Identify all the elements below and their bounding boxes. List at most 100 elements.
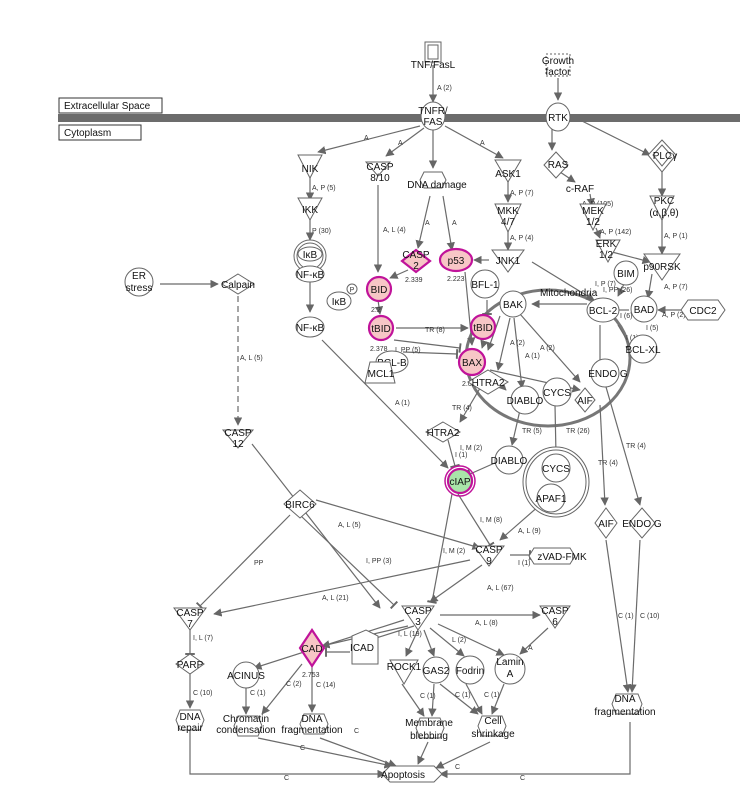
edge-shrink-apoptosis — [435, 741, 491, 769]
edge-htra2-ciap — [447, 439, 460, 469]
svg-text:CASP: CASP — [402, 250, 430, 261]
node-rtk[interactable]: RTK — [545, 102, 571, 132]
edge-ciap-casp3 — [427, 493, 453, 604]
node-ras[interactable]: RAS — [543, 151, 569, 179]
node-calpain[interactable]: Calpain — [221, 273, 255, 295]
node-htra2-cytosol[interactable]: HTRA2 — [425, 421, 461, 443]
node-dna-fragmentation[interactable]: DNA fragmentation — [281, 713, 343, 736]
node-er-stress[interactable]: ER stress — [124, 267, 154, 297]
node-endo-g[interactable]: ENDO G — [588, 358, 628, 388]
node-cell-shrinkage[interactable]: Cell shrinkage — [471, 715, 515, 740]
node-dna-fragmentation-2[interactable]: DNA fragmentation — [594, 693, 656, 718]
node-tnfr-fas[interactable]: TNFR/ FAS — [418, 101, 448, 131]
node-apoptosis[interactable]: Apoptosis — [381, 765, 443, 783]
node-p90rsk[interactable]: p90RSK — [643, 253, 681, 281]
node-mkk4-7[interactable]: MKK 4/7 — [494, 203, 522, 234]
svg-text:2.223: 2.223 — [447, 276, 465, 283]
node-nik[interactable]: NIK — [297, 154, 323, 180]
cytoplasm-label: Cytoplasm — [64, 128, 111, 139]
node-bim[interactable]: BIM — [613, 260, 639, 286]
node-bcl-xl[interactable]: BCL-XL — [625, 334, 661, 364]
node-casp12[interactable]: CASP 12 — [221, 428, 255, 450]
svg-text:CASP: CASP — [176, 608, 204, 619]
node-fodrin[interactable]: Fodrin — [455, 655, 485, 685]
node-nf-kb[interactable]: NF-κB — [295, 316, 325, 338]
node-cad[interactable]: CAD 2.753 — [298, 628, 326, 679]
edge-bclb-bax — [402, 349, 459, 359]
svg-text:BCL-2: BCL-2 — [589, 306, 618, 317]
node-rock1[interactable]: ROCK1 — [387, 659, 422, 685]
node-ikk[interactable]: IKK — [297, 197, 323, 222]
node-gas2[interactable]: GAS2 — [422, 656, 450, 684]
node-membrane-blebbing[interactable]: Membrane blebbing — [405, 717, 453, 742]
node-bax[interactable]: BAX 2.017 — [457, 347, 487, 388]
edge-label: A, P (5) — [312, 185, 336, 192]
node-parp[interactable]: PARP — [175, 653, 205, 675]
node-tbid[interactable]: tBID 2.378 — [367, 314, 395, 353]
svg-text:NF-κB: NF-κB — [296, 323, 325, 334]
node-aif-cytosol[interactable]: AIF — [594, 507, 618, 539]
node-jnk1[interactable]: JNK1 — [491, 249, 525, 273]
edge-label: A — [528, 645, 533, 652]
node-casp7[interactable]: CASP 7 — [173, 607, 207, 631]
node-bad[interactable]: BAD — [630, 295, 658, 323]
node-mek1-2[interactable]: MEK 1/2 — [579, 203, 607, 232]
plasma-membrane — [58, 114, 740, 122]
svg-text:NF-κB: NF-κB — [296, 270, 325, 281]
node-diablo[interactable]: DIABLO — [507, 385, 544, 415]
node-bid[interactable]: BID 2.2 — [365, 275, 393, 314]
node-tbid-2[interactable]: tBID — [469, 313, 497, 341]
node-ciap[interactable]: cIAP — [444, 465, 476, 497]
node-erk1-2[interactable]: ERK 1/2 — [595, 239, 621, 264]
node-c-raf[interactable]: c-RAF — [566, 184, 594, 195]
edge-label: A, L (5) — [338, 522, 361, 529]
edge-dna-p53 — [442, 195, 455, 251]
node-bfl-1[interactable]: BFL-1 — [470, 269, 500, 299]
node-p53[interactable]: p53 2.223 — [438, 247, 474, 283]
node-casp6[interactable]: CASP 6 — [539, 605, 571, 629]
node-endo-g-cytosol[interactable]: ENDO G — [622, 507, 662, 539]
edge-label: A, L (67) — [487, 585, 514, 592]
node-mcl1[interactable]: MCL1 — [364, 361, 396, 384]
edge-nfkb-ciap — [321, 339, 449, 469]
node-casp2[interactable]: CASP 2 2.339 — [400, 248, 432, 284]
edge-label: I, PP (3) — [366, 558, 392, 565]
svg-text:DNA: DNA — [301, 714, 322, 725]
node-tnf-fasl[interactable]: TNF/FasL — [411, 41, 456, 71]
edge-bak-cycs — [519, 313, 581, 383]
node-growth-factor[interactable]: Growth factor — [542, 53, 574, 78]
edge-ras-craf — [559, 171, 576, 183]
node-ikb-nfkb-complex[interactable]: IκB NF-κB — [293, 239, 327, 283]
node-lamin-a[interactable]: Lamin A — [494, 653, 526, 685]
node-htra2[interactable]: HTRA2 — [467, 369, 509, 395]
node-casp9[interactable]: CASP 9 — [473, 545, 505, 567]
node-acinus[interactable]: ACINUS — [227, 661, 265, 689]
node-dna-repair[interactable]: DNA repair — [175, 709, 205, 734]
node-casp8-10[interactable]: CASP 8/10 — [364, 161, 394, 184]
node-icad[interactable]: ICAD — [350, 629, 379, 665]
node-casp3[interactable]: CASP 3 — [401, 605, 435, 631]
node-dna-damage[interactable]: DNA damage — [407, 171, 467, 191]
svg-text:p53: p53 — [448, 256, 465, 267]
node-diablo-cytosol[interactable]: DIABLO — [491, 445, 528, 475]
node-birc6[interactable]: BIRC6 — [283, 489, 317, 519]
node-plcg[interactable]: PLCγ — [647, 139, 677, 173]
node-cdc2[interactable]: CDC2 — [680, 299, 726, 321]
node-cycs[interactable]: CYCS — [542, 377, 572, 407]
edge-casp2-bid — [389, 269, 409, 279]
edge-tnfr-casp810 — [385, 127, 425, 157]
node-aif[interactable]: AIF — [574, 387, 596, 413]
node-bak[interactable]: BAK — [499, 290, 527, 318]
node-pkc[interactable]: PKC (α,β,θ) — [649, 195, 679, 222]
node-zvad-fmk[interactable]: zVAD-FMK — [528, 547, 587, 565]
edge-dnafrag2-apoptosis — [439, 722, 631, 779]
node-cycs-apaf1-complex[interactable]: CYCS APAF1 — [522, 446, 590, 518]
node-ikb[interactable]: IκB P — [326, 283, 358, 311]
node-chromatin-condensation[interactable]: Chromatin condensation — [216, 714, 276, 737]
svg-text:8/10: 8/10 — [370, 173, 390, 184]
edge-label: P (30) — [312, 228, 331, 235]
node-bcl-2[interactable]: BCL-2 — [586, 297, 620, 323]
svg-text:CASP: CASP — [541, 606, 569, 617]
svg-text:DIABLO: DIABLO — [507, 396, 544, 407]
node-ask1[interactable]: ASK1 — [494, 159, 522, 183]
